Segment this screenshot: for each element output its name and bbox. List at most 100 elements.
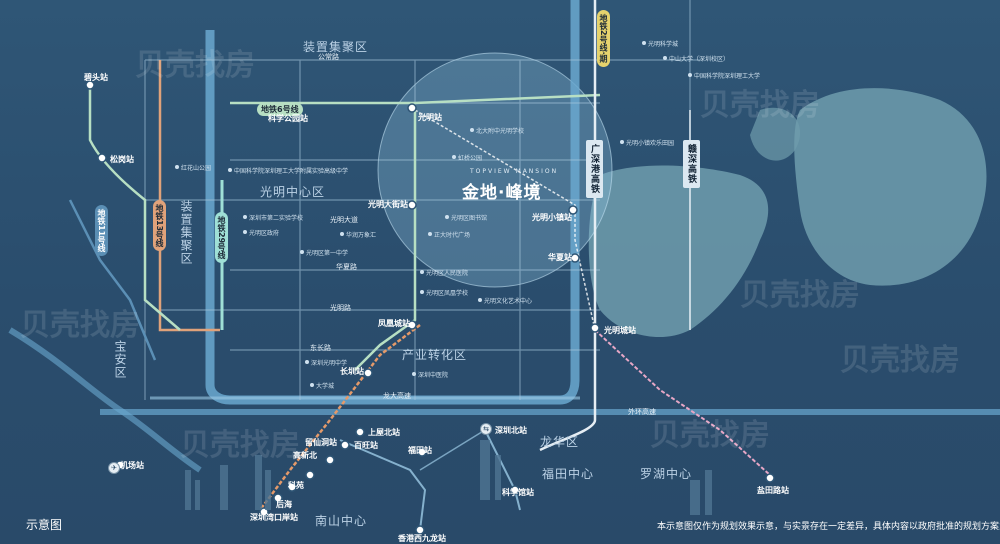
- station-baiwang[interactable]: 百旺站: [354, 441, 378, 450]
- poi-hospital[interactable]: 光明区人民医院: [426, 270, 469, 277]
- poi-zhengda[interactable]: 正大时代广场: [434, 232, 471, 239]
- road-gongming-label: 公常路: [318, 53, 339, 61]
- green-area-far-east: [794, 88, 987, 286]
- poi-dot: [620, 140, 624, 144]
- road-longda-label: 龙大高速: [383, 392, 411, 400]
- district-luohu: 罗湖中心: [640, 467, 693, 481]
- skyline: [185, 440, 712, 515]
- station-kexue-park[interactable]: 科学公园站: [268, 114, 308, 123]
- station-airport[interactable]: 机场站: [120, 461, 144, 470]
- project-subtitle: TOPVIEW MANSION: [470, 168, 559, 175]
- poi-dot: [310, 383, 314, 387]
- station-songgang[interactable]: 松岗站: [110, 155, 134, 164]
- watermark: 贝壳找房: [650, 418, 770, 453]
- poi-dot: [428, 232, 432, 236]
- district-longhua: 龙华区: [540, 435, 580, 449]
- station-kexueguan[interactable]: 科学馆站: [502, 488, 534, 497]
- metro-line-13: [158, 60, 220, 332]
- poi-dot: [420, 290, 424, 294]
- station-futian[interactable]: 福田站: [408, 446, 432, 455]
- watermark: 贝壳找房: [840, 343, 960, 378]
- poi-first-middle[interactable]: 光明区第一中学: [306, 250, 349, 257]
- poi-government[interactable]: 光明区政府: [249, 230, 280, 237]
- watermark: 贝壳找房: [740, 278, 860, 313]
- station-guangming[interactable]: 光明站: [418, 113, 442, 122]
- station-xijiu[interactable]: 香港西九龙站: [398, 534, 446, 543]
- poi-dot: [412, 372, 416, 376]
- watermark: 贝壳找房: [135, 48, 255, 83]
- district-zhuangzhi-left: 装置集聚区: [179, 200, 193, 265]
- green-area-mid: [750, 107, 801, 161]
- poi-siat[interactable]: 中国科学院深圳理工大学: [694, 73, 761, 80]
- metro-tag-line29[interactable]: 地铁29号线: [215, 212, 228, 264]
- poi-hongqiao-park[interactable]: 虹桥公园: [458, 155, 483, 162]
- poi-culture-center[interactable]: 光明文化艺术中心: [484, 298, 533, 305]
- watermark: 贝壳找房: [700, 88, 820, 123]
- project-name[interactable]: 金地·峰境: [462, 183, 542, 203]
- poi-xiaozhen-park[interactable]: 光明小镇欢乐田园: [626, 140, 675, 147]
- poi-pku-school[interactable]: 北大附中光明学校: [476, 128, 525, 135]
- watermark: 贝壳找房: [180, 428, 300, 463]
- watermark: 贝壳找房: [20, 308, 140, 343]
- poi-second-school[interactable]: 深圳市第二实验学校: [249, 215, 304, 222]
- poi-siat-school[interactable]: 中国科学院深圳理工大学附属实验高级中学: [234, 168, 349, 175]
- station-changzhen[interactable]: 长圳站: [340, 367, 364, 376]
- station-liuxiandong[interactable]: 留仙洞站: [305, 438, 337, 447]
- poi-dot: [305, 360, 309, 364]
- poi-university-town[interactable]: 大学城: [316, 383, 335, 390]
- poi-dot: [642, 41, 646, 45]
- metro-tag-line2[interactable]: 地铁2号线·期: [597, 10, 610, 67]
- poi-guangming-middle[interactable]: 深圳光明中学: [311, 360, 348, 367]
- station-bitou[interactable]: 碧头站: [84, 73, 108, 82]
- district-guangming-center: 光明中心区: [260, 185, 326, 199]
- road-guangming-road-label: 光明路: [330, 304, 351, 312]
- station-yantian[interactable]: 盐田路站: [757, 486, 789, 495]
- station-houhai[interactable]: 后海: [276, 500, 292, 509]
- district-industry: 产业转化区: [402, 348, 468, 362]
- poi-dot: [228, 168, 232, 172]
- poi-dot: [663, 56, 667, 60]
- airport-icon: ✈: [108, 462, 120, 474]
- station-guangming-street[interactable]: 光明大街站: [368, 200, 408, 209]
- metro-line-6: [88, 85, 181, 331]
- station-shangwu[interactable]: 上屋北站: [368, 428, 400, 437]
- station-fengjing[interactable]: 凤凰城站: [378, 319, 410, 328]
- poi-dot: [470, 128, 474, 132]
- district-nanshan: 南山中心: [315, 514, 368, 528]
- poi-mixc[interactable]: 华润万象汇: [346, 232, 377, 239]
- metro-line-11: [68, 199, 157, 361]
- metro-tag-line13[interactable]: 地铁13号线: [153, 200, 166, 252]
- metro-tag-line11[interactable]: 地铁11号线: [95, 205, 108, 257]
- poi-fenghuang-school[interactable]: 光明区凤凰学校: [426, 290, 469, 297]
- train-icon: ⇆: [480, 423, 492, 435]
- poi-zhongshan[interactable]: 中山大学（深圳校区）: [669, 56, 730, 63]
- district-futian: 福田中心: [542, 467, 595, 481]
- poi-dot: [175, 165, 179, 169]
- poi-dot: [300, 250, 304, 254]
- legend-title: 示意图: [26, 518, 63, 532]
- poi-honghuashan[interactable]: 红花山公园: [181, 165, 212, 172]
- station-guangming-city[interactable]: 光明城站: [604, 326, 636, 335]
- station-shenzhenwan[interactable]: 深圳湾口岸站: [250, 513, 298, 522]
- ring-road-inner: [205, 0, 580, 405]
- green-area-east: [588, 165, 769, 338]
- station-markers: [85, 80, 775, 535]
- metro-tag-line6[interactable]: 地铁6号线: [257, 103, 303, 116]
- poi-dot: [340, 232, 344, 236]
- poi-dot: [478, 298, 482, 302]
- station-keyuan[interactable]: 科苑: [288, 481, 304, 490]
- station-guangming-xiaozhen[interactable]: 光明小镇站: [532, 213, 572, 222]
- road-airport: [8, 327, 202, 473]
- poi-tcm-hospital[interactable]: 深圳中医院: [418, 372, 449, 379]
- disclaimer-text: 本示意图仅作为规划效果示意，与实景存在一定差异，具体内容以政府批准的规划方案为准…: [657, 522, 1000, 532]
- poi-library[interactable]: 光明区图书馆: [451, 215, 488, 222]
- station-shenzhenbei[interactable]: 深圳北站: [495, 426, 527, 435]
- poi-dot: [452, 155, 456, 159]
- station-gaoxinbei[interactable]: 高新北: [293, 451, 317, 460]
- poi-kexuecheng[interactable]: 光明科学城: [648, 41, 679, 48]
- poi-dot: [688, 73, 692, 77]
- district-baoan: 宝安区: [113, 340, 127, 379]
- station-huaxia[interactable]: 华夏站: [548, 253, 572, 262]
